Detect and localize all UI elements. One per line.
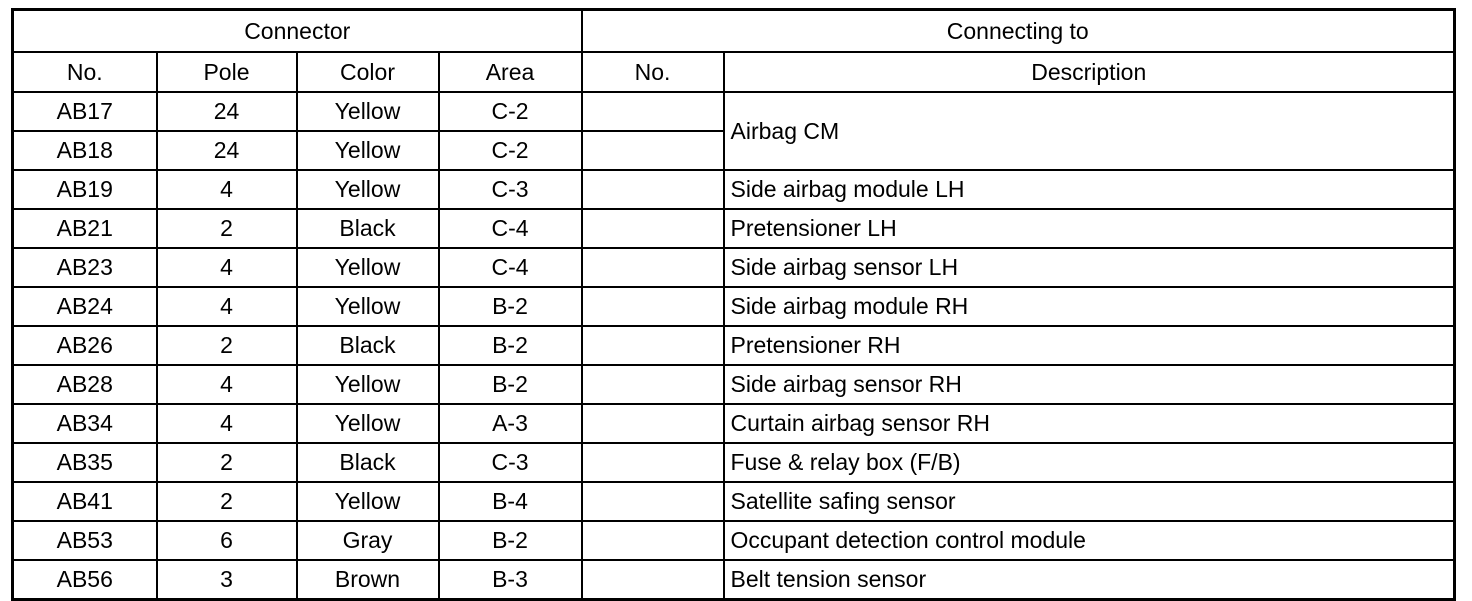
cell-connector-no: AB23 [11,247,158,288]
cell-pole: 6 [155,520,298,561]
cell-color: Yellow [295,169,440,210]
cell-description: Pretensioner LH [722,208,1456,249]
connector-table: Connector Connecting to No. Pole Color A… [11,8,1456,601]
cell-color: Black [295,325,440,366]
cell-area: B-2 [437,364,583,405]
cell-description: Side airbag sensor LH [722,247,1456,288]
cell-description: Side airbag module RH [722,286,1456,327]
cell-area: B-4 [437,481,583,522]
cell-connector-no: AB26 [11,325,158,366]
cell-pole: 24 [155,91,298,132]
cell-description: Side airbag module LH [722,169,1456,210]
table-header: Connector Connecting to No. Pole Color A… [11,8,1456,93]
cell-pole: 2 [155,442,298,483]
cell-color: Black [295,442,440,483]
cell-connector-no: AB41 [11,481,158,522]
header-col-pole: Pole [155,51,298,93]
cell-pole: 4 [155,364,298,405]
cell-connector-no: AB53 [11,520,158,561]
header-column-row: No. Pole Color Area No. Description [11,51,1456,93]
cell-connecting-no [580,169,725,210]
header-group-row: Connector Connecting to [11,8,1456,53]
cell-color: Yellow [295,481,440,522]
cell-pole: 4 [155,247,298,288]
cell-connector-no: AB34 [11,403,158,444]
cell-color: Yellow [295,364,440,405]
cell-connector-no: AB35 [11,442,158,483]
cell-color: Yellow [295,403,440,444]
cell-pole: 4 [155,403,298,444]
cell-description: Curtain airbag sensor RH [722,403,1456,444]
cell-pole: 2 [155,325,298,366]
cell-pole: 4 [155,286,298,327]
header-col-no: No. [11,51,158,93]
cell-area: B-2 [437,286,583,327]
cell-color: Yellow [295,247,440,288]
cell-description: Satellite safing sensor [722,481,1456,522]
cell-description: Fuse & relay box (F/B) [722,442,1456,483]
header-col-to-no: No. [580,51,725,93]
cell-connecting-no [580,364,725,405]
cell-connecting-no [580,481,725,522]
cell-color: Yellow [295,91,440,132]
cell-connecting-no [580,520,725,561]
cell-color: Yellow [295,130,440,171]
cell-area: B-2 [437,520,583,561]
cell-connector-no: AB24 [11,286,158,327]
cell-connecting-no [580,208,725,249]
cell-connecting-no [580,286,725,327]
cell-pole: 2 [155,481,298,522]
cell-area: C-4 [437,247,583,288]
cell-description: Pretensioner RH [722,325,1456,366]
cell-connecting-no [580,325,725,366]
cell-area: A-3 [437,403,583,444]
cell-pole: 24 [155,130,298,171]
cell-color: Gray [295,520,440,561]
header-group-connector: Connector [11,8,583,53]
cell-description: Airbag CM [722,91,1456,171]
cell-connector-no: AB18 [11,130,158,171]
header-col-description: Description [722,51,1456,93]
cell-area: C-2 [437,91,583,132]
cell-area: B-2 [437,325,583,366]
cell-connector-no: AB17 [11,91,158,132]
cell-connector-no: AB21 [11,208,158,249]
cell-description: Side airbag sensor RH [722,364,1456,405]
cell-area: C-3 [437,169,583,210]
cell-connecting-no [580,247,725,288]
header-group-connecting-to: Connecting to [580,8,1456,53]
cell-connector-no: AB19 [11,169,158,210]
header-col-color: Color [295,51,440,93]
cell-pole: 4 [155,169,298,210]
cell-color: Black [295,208,440,249]
cell-area: C-2 [437,130,583,171]
cell-pole: 2 [155,208,298,249]
cell-connecting-no [580,91,725,132]
cell-connecting-no [580,130,725,171]
header-col-area: Area [437,51,583,93]
cell-connecting-no [580,442,725,483]
cell-area: C-3 [437,442,583,483]
cell-connecting-no [580,403,725,444]
cell-color: Yellow [295,286,440,327]
cell-area: C-4 [437,208,583,249]
cell-connector-no: AB28 [11,364,158,405]
cell-description: Occupant detection control module [722,520,1456,561]
